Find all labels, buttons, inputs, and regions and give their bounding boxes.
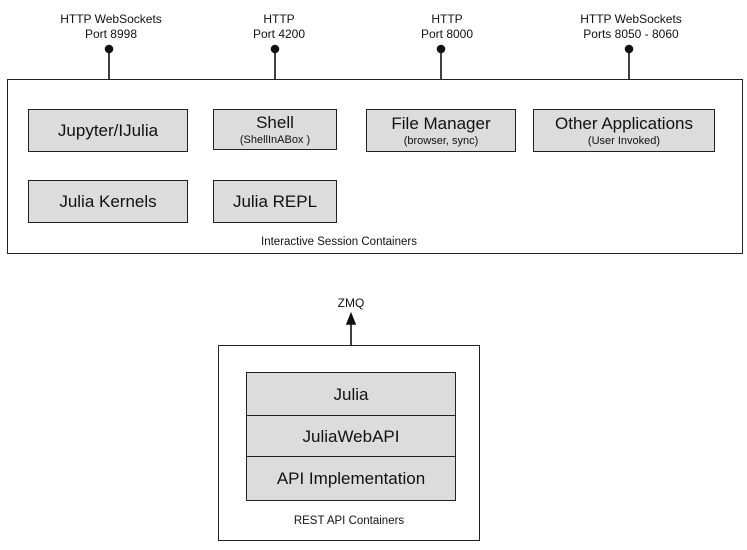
julia-kernels-box: Julia Kernels: [28, 180, 188, 223]
jupyter-box: Jupyter/IJulia: [28, 109, 188, 152]
julia-title: Julia: [333, 384, 369, 404]
shell-box: Shell (ShellInABox ): [213, 109, 337, 150]
api-implementation-title: API Implementation: [276, 468, 426, 488]
file-manager-subtitle: (browser, sync): [403, 134, 479, 147]
port-dot-shell: [270, 44, 280, 54]
port-dot-file-manager: [436, 44, 446, 54]
juliawebapi-title: JuliaWebAPI: [302, 426, 400, 446]
interactive-container-caption: Interactive Session Containers: [261, 236, 417, 248]
rest-container-caption: REST API Containers: [293, 515, 405, 527]
shell-subtitle: (ShellInABox ): [239, 133, 311, 146]
julia-repl-title: Julia REPL: [232, 191, 318, 211]
other-applications-subtitle: (User Invoked): [587, 134, 661, 147]
port-label-shell: HTTP Port 4200: [252, 12, 306, 41]
julia-repl-box: Julia REPL: [213, 180, 337, 223]
julia-kernels-title: Julia Kernels: [59, 191, 157, 211]
interactive-session-container: [7, 79, 743, 254]
shell-title: Shell: [256, 112, 294, 132]
zmq-arrow-head: [345, 311, 357, 325]
port-label-other-apps: HTTP WebSockets Ports 8050 - 8060: [580, 12, 682, 41]
file-manager-box: File Manager (browser, sync): [366, 109, 516, 152]
other-applications-box: Other Applications (User Invoked): [533, 109, 715, 152]
other-applications-title: Other Applications: [555, 113, 693, 133]
jupyter-title: Jupyter/IJulia: [57, 120, 159, 140]
port-label-file-manager: HTTP Port 8000: [420, 12, 474, 41]
port-label-jupyter: HTTP WebSockets Port 8998: [60, 12, 162, 41]
port-dot-other-apps: [624, 44, 634, 54]
api-implementation-box: API Implementation: [246, 456, 456, 501]
juliawebapi-box: JuliaWebAPI: [246, 415, 456, 458]
julia-box: Julia: [246, 372, 456, 417]
port-dot-jupyter: [104, 44, 114, 54]
file-manager-title: File Manager: [391, 113, 491, 133]
zmq-label: ZMQ: [337, 296, 365, 310]
